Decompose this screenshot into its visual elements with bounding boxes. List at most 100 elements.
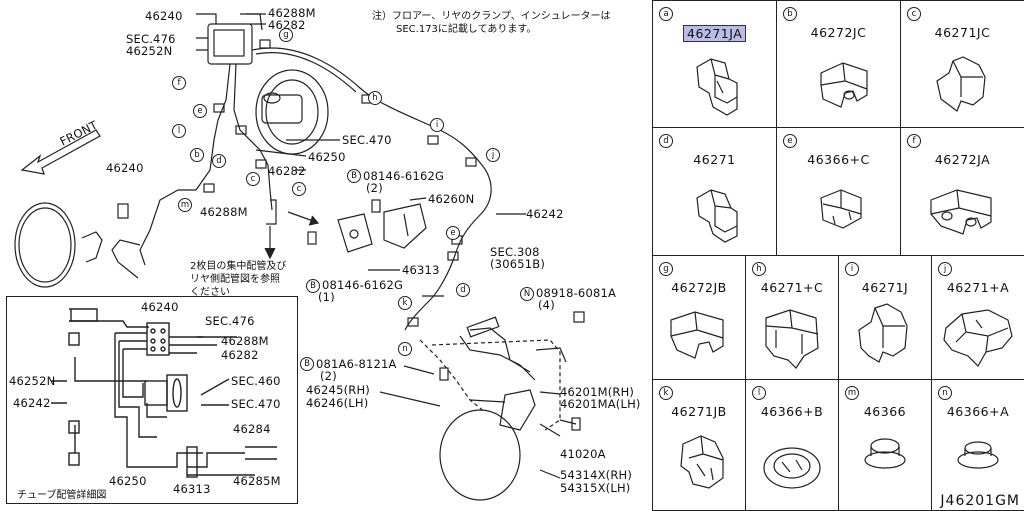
label-nut-qty: (4) [538,298,555,312]
part-number: 46366+B [760,404,824,419]
part-number: 46366+C [807,152,870,167]
part-cell-a[interactable]: a 46271JA [653,0,777,128]
part-letter: m [845,386,859,400]
part-letter: h [752,262,766,276]
nut-callout-n: N [520,287,534,301]
label-54315X: 54315X(LH) [560,481,631,495]
label-46282-top: 46282 [268,18,306,32]
part-letter: g [659,262,673,276]
figure-code: J46201GM [940,493,1020,509]
label-bolt3-qty: (2) [320,369,337,383]
inset-label-sec460: SEC.460 [231,374,281,388]
part-letter: c [907,7,921,21]
grommet-icon [957,441,999,469]
callout-i: i [430,118,444,132]
callout-c: c [246,172,260,186]
part-number: 46271JC [934,25,991,40]
label-46240-top: 46240 [145,9,183,23]
label-sec476: SEC.476 [126,32,176,46]
part-cell-j[interactable]: j 46271+A [932,256,1024,380]
brake-booster [255,69,329,155]
label-46240-left: 46240 [106,161,144,175]
label-bolt2-qty: (1) [318,290,335,304]
part-cell-l[interactable]: l 46366+B [746,380,839,511]
note-line1: 注）フロアー、リヤのクランプ、インシュレーターは [372,11,611,22]
part-letter: a [659,7,673,21]
callout-d: d [212,154,226,168]
label-46288M-top: 46288M [268,6,316,20]
part-letter: j [938,262,952,276]
part-cell-h[interactable]: h 46271+C [746,256,839,380]
part-letter: k [659,386,673,400]
label-bolt1: 08146-6162G [363,169,445,183]
part-cell-n[interactable]: n 46366+A [932,380,1024,511]
part-number: 46271+A [946,280,1010,295]
part-letter: n [938,386,952,400]
jp-note-line1: 2枚目の集中配管及び [190,261,287,272]
part-number: 46272JC [810,25,867,40]
inset-label-sec470: SEC.470 [231,397,281,411]
rear-rotor [439,409,521,501]
callout-e2: e [446,226,460,240]
part-number: 46271J [861,280,909,295]
clamp-icon [670,311,724,359]
label-46252N: 46252N [126,44,173,58]
front-arrow-icon [20,129,101,175]
grommet-icon [763,447,821,489]
callout-d2: d [456,283,470,297]
part-letter: d [659,134,673,148]
part-cell-i[interactable]: i 46271J [839,256,932,380]
parts-grid: a 46271JA b 46272JC c 46271JC d 46271 e … [652,0,1024,511]
part-letter: b [783,7,797,21]
jp-note-line3: ください [190,287,230,298]
label-sec470: SEC.470 [342,133,392,147]
part-number: 46272JA [934,152,991,167]
label-41020A: 41020A [560,447,606,461]
clip-icon [858,303,908,363]
part-cell-f[interactable]: f 46272JA [901,128,1024,256]
inset-label-46288M: 46288M [221,334,269,348]
clip-icon [680,435,724,489]
part-cell-d[interactable]: d 46271 [653,128,777,256]
clip-icon [765,309,819,369]
callout-g: g [279,28,293,42]
inset-label-46242: 46242 [13,396,51,410]
label-46288M-mid: 46288M [200,205,248,219]
part-number: 46271JB [671,404,727,419]
inset-label-46313: 46313 [173,482,211,496]
clip-icon [696,58,738,116]
part-cell-b[interactable]: b 46272JC [777,0,901,128]
callout-b: b [190,148,204,162]
callout-j: j [486,148,500,162]
part-cell-g[interactable]: g 46272JB [653,256,746,380]
callout-l: l [172,124,186,138]
label-46282-mid: 46282 [268,164,306,178]
part-number: 46271+C [760,280,824,295]
clip-icon [943,309,1013,367]
part-letter: f [907,134,921,148]
clamp-icon [930,189,992,235]
part-cell-c[interactable]: c 46271JC [901,0,1024,128]
callout-h: h [368,91,382,105]
label-46242: 46242 [526,207,564,221]
part-cell-m[interactable]: m 46366 [839,380,932,511]
clip-icon [696,189,738,243]
inset-label-46282: 46282 [221,348,259,362]
bolt-callout-b3: B [300,357,314,371]
insulator-icon [820,189,862,229]
label-46260N: 46260N [428,192,475,206]
tube-piping-detail-inset: 46240 SEC.476 46288M 46282 46252N SEC.46… [6,296,298,504]
label-46201M: 46201M(RH) [560,385,635,399]
part-number: 46366 [863,404,907,419]
part-number: 46366+A [946,404,1010,419]
part-letter: e [783,134,797,148]
part-cell-k[interactable]: k 46271JB [653,380,746,511]
part-cell-e[interactable]: e 46366+C [777,128,901,256]
brake-piping-diagram [14,13,585,501]
callout-f: f [172,76,186,90]
label-bolt3: 081A6-8121A [316,357,397,371]
label-46250: 46250 [308,150,346,164]
callout-c2: c [292,182,306,196]
label-bolt2: 08146-6162G [322,278,404,292]
part-number: 46271JA [683,25,747,42]
